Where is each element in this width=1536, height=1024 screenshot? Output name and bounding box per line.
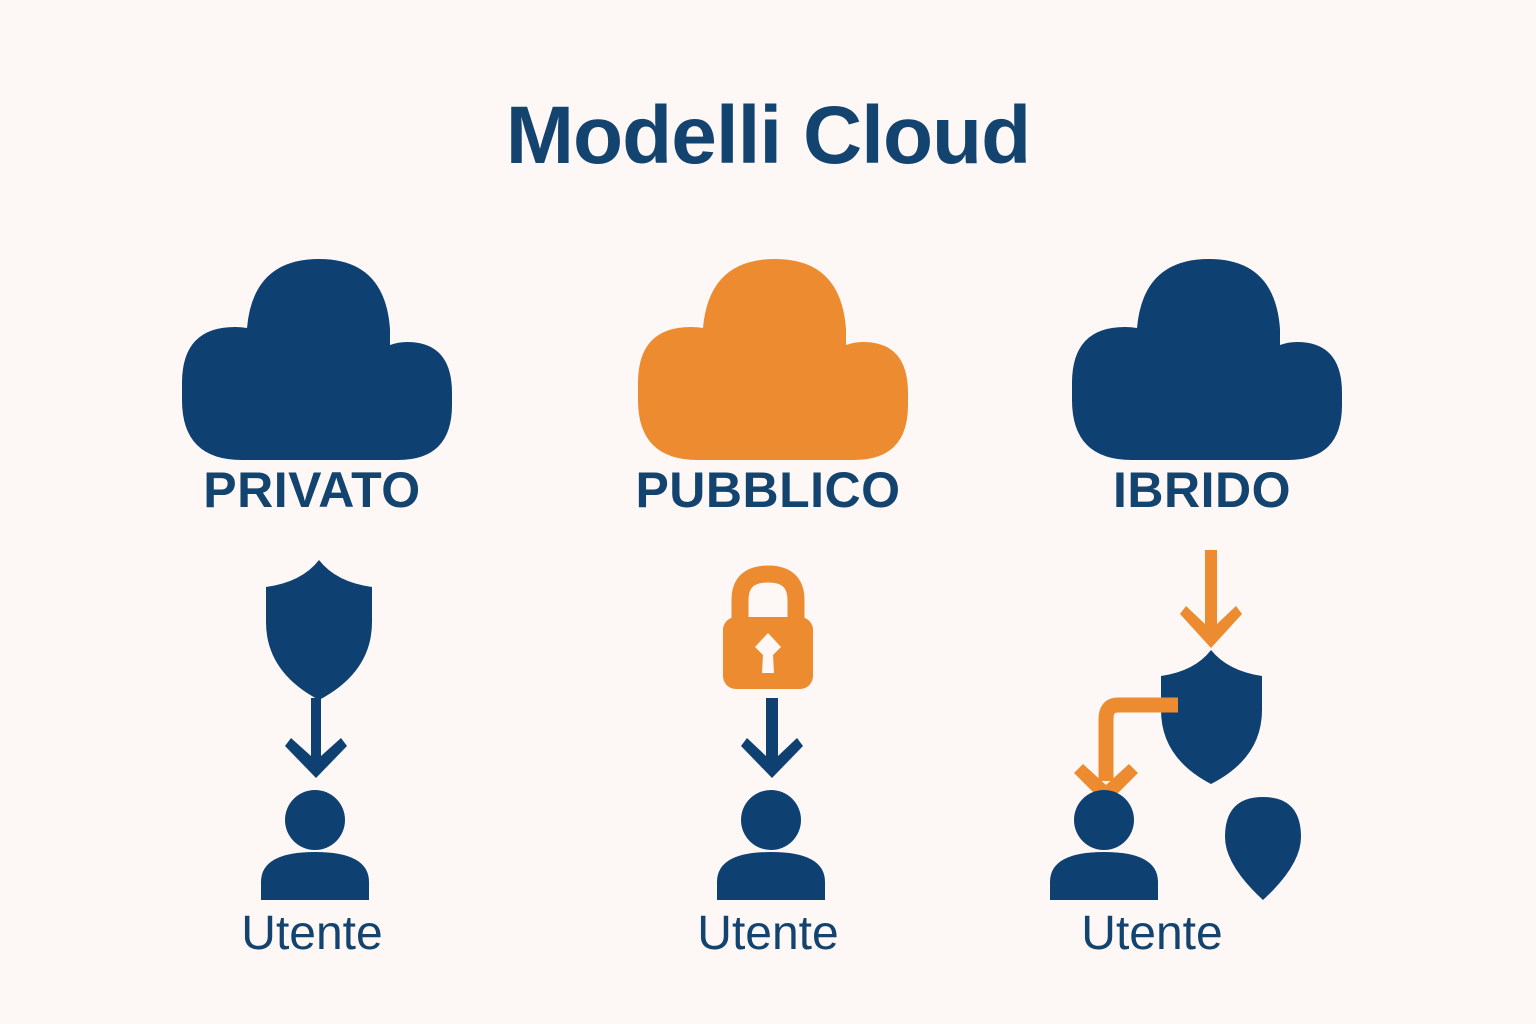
user-label-hybrid: Utente bbox=[1081, 907, 1223, 960]
user-icon bbox=[255, 790, 375, 900]
arrow-down-icon bbox=[1180, 550, 1242, 648]
arrow-down-icon bbox=[741, 698, 803, 778]
user-label-private: Utente bbox=[241, 907, 383, 960]
cloud-icon bbox=[149, 255, 479, 460]
cloud-icon bbox=[605, 255, 935, 460]
user-icon bbox=[1044, 790, 1164, 900]
cloud-label-private: PRIVATO bbox=[203, 462, 421, 518]
user-label-public: Utente bbox=[697, 907, 839, 960]
shield-icon bbox=[1159, 650, 1264, 784]
cloud-icon bbox=[1039, 255, 1369, 460]
pin-drop-icon bbox=[1223, 795, 1303, 900]
cloud-label-public: PUBBLICO bbox=[635, 462, 901, 518]
elbow-arrow-icon bbox=[1070, 693, 1180, 808]
user-icon bbox=[711, 790, 831, 900]
column-hybrid: IBRIDO bbox=[1032, 250, 1372, 990]
padlock-icon bbox=[718, 565, 818, 690]
column-public: PUBBLICO Utente bbox=[598, 250, 938, 990]
cloud-label-hybrid: IBRIDO bbox=[1113, 462, 1291, 518]
arrow-down-icon bbox=[285, 698, 347, 778]
shield-icon bbox=[264, 560, 374, 700]
column-private: PRIVATO Utente bbox=[142, 250, 482, 990]
page-title: Modelli Cloud bbox=[505, 90, 1031, 181]
